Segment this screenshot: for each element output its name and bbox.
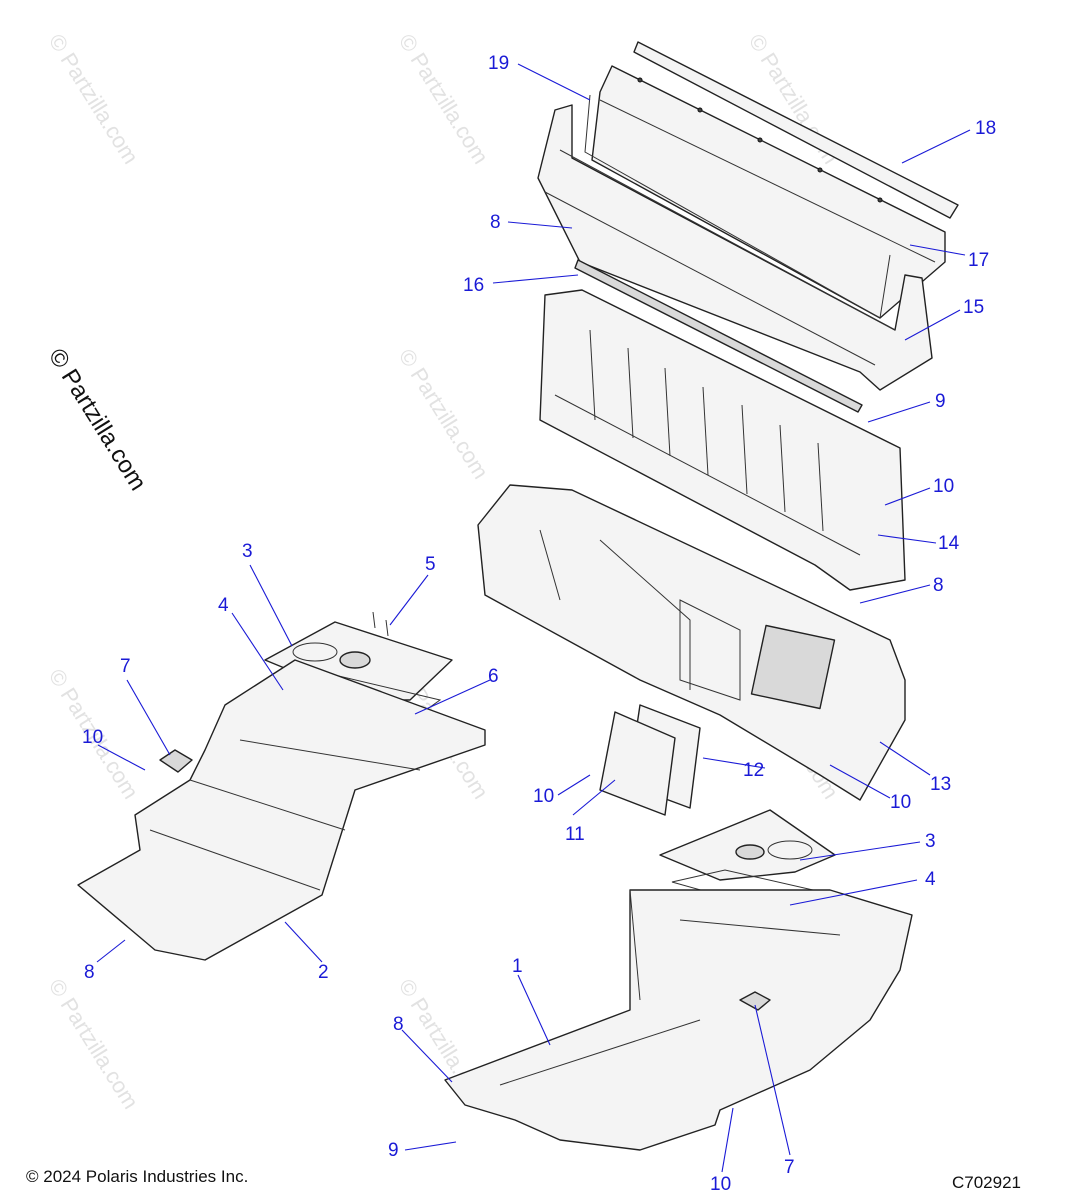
callout-5: 5 <box>425 554 436 575</box>
callout-7-right: 7 <box>784 1157 795 1178</box>
faint-watermark: © Partzilla.com <box>394 344 494 483</box>
callout-9-bottom: 9 <box>388 1140 399 1161</box>
part-7-latch-left <box>159 749 193 773</box>
callout-15: 15 <box>963 297 984 318</box>
part-1-floor-right <box>444 889 913 1151</box>
leader-lines <box>96 63 971 1173</box>
side-watermark: © Partzilla.com <box>43 344 152 495</box>
copyright-text: © 2024 Polaris Industries Inc. <box>26 1167 248 1186</box>
callout-12: 12 <box>743 760 764 781</box>
part-11-access-panel <box>599 711 676 816</box>
callout-1: 1 <box>512 956 523 977</box>
callout-10-bottom: 10 <box>710 1174 731 1195</box>
part-2-floor-left <box>77 659 486 961</box>
callout-2: 2 <box>318 962 329 983</box>
callout-3-left: 3 <box>242 541 253 562</box>
callout-8-left: 8 <box>84 962 95 983</box>
callout-11: 11 <box>565 824 585 845</box>
callout-9-top: 9 <box>935 391 946 412</box>
callout-10-lower-right: 10 <box>890 792 911 813</box>
part-13-bulkhead <box>477 484 906 801</box>
part-16-strip <box>574 259 863 413</box>
part-5-screws <box>372 611 389 637</box>
faint-watermark: © Partzilla.com <box>44 29 144 168</box>
callout-19: 19 <box>488 53 509 74</box>
callout-10-right: 10 <box>933 476 954 497</box>
figure-code: C702921 <box>952 1173 1021 1192</box>
callout-8-mid: 8 <box>933 575 944 596</box>
callouts: 19 18 17 8 16 15 9 10 14 8 13 10 12 10 1… <box>82 53 996 1195</box>
part-18-trim-strip <box>633 41 959 219</box>
callout-18: 18 <box>975 118 996 139</box>
callout-10-left: 10 <box>82 727 103 748</box>
part-3-cover-right <box>659 809 836 881</box>
part-19-frame <box>584 94 891 319</box>
part-14-rear-panel <box>539 289 906 591</box>
callout-4-right: 4 <box>925 869 936 890</box>
callout-8-top: 8 <box>490 212 501 233</box>
callout-10-center: 10 <box>533 786 554 807</box>
callout-13: 13 <box>930 774 951 795</box>
faint-watermark: © Partzilla.com <box>44 974 144 1113</box>
faint-watermark: © Partzilla.com <box>394 29 494 168</box>
callout-3-right: 3 <box>925 831 936 852</box>
callout-4-left: 4 <box>218 595 229 616</box>
callout-14: 14 <box>938 533 960 554</box>
callout-16: 16 <box>463 275 484 296</box>
callout-7-left: 7 <box>120 656 131 677</box>
part-7-latch-right <box>739 991 771 1011</box>
callout-17: 17 <box>968 250 989 271</box>
part-15-upper-panel <box>537 104 933 391</box>
callout-8-bottom: 8 <box>393 1014 404 1035</box>
callout-6: 6 <box>488 666 499 687</box>
